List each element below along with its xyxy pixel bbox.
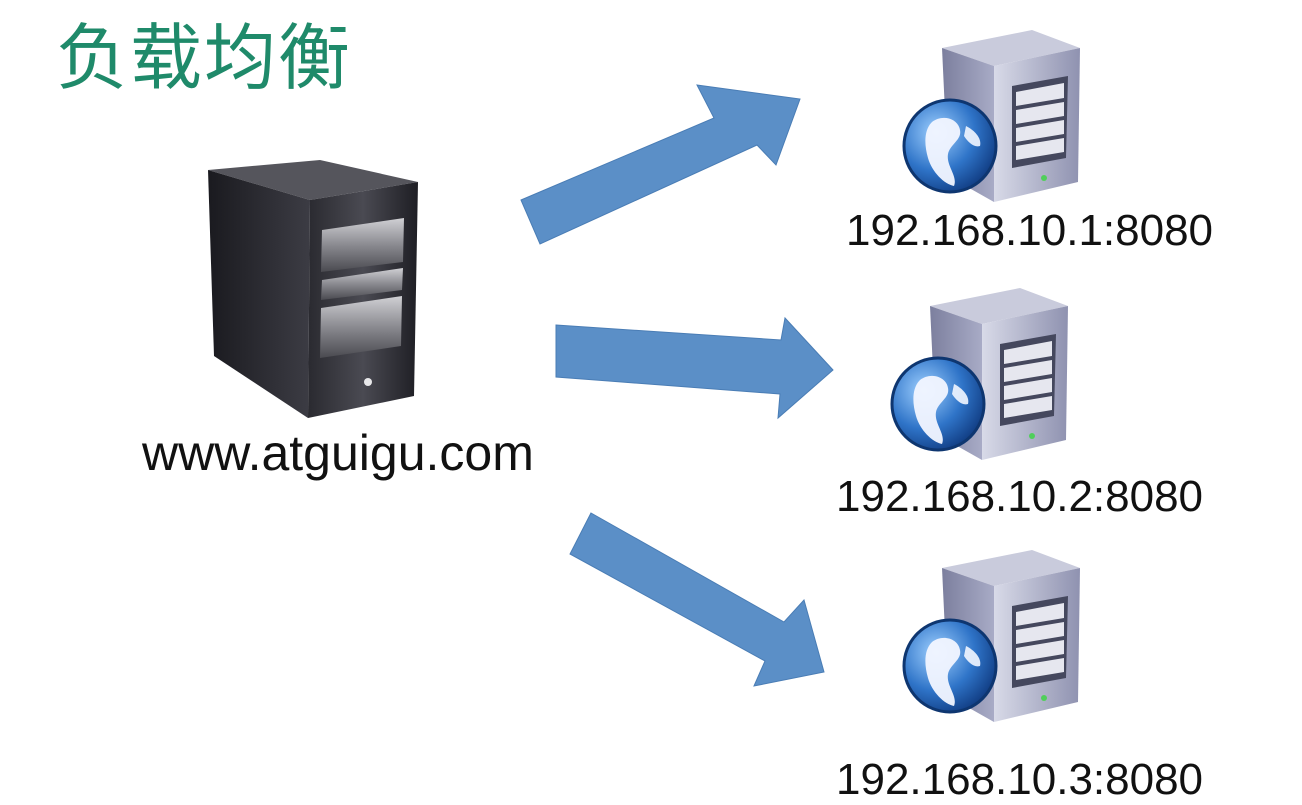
target-server-3-label: 192.168.10.3:8080 [836, 755, 1204, 804]
source-server-icon [208, 160, 418, 418]
page-title: 负载均衡 [56, 16, 353, 100]
arrow-to-server-1 [520, 84, 801, 245]
target-server-3-icon [902, 550, 1080, 722]
arrow-to-server-2 [555, 316, 834, 420]
target-server-2-icon [890, 288, 1068, 460]
source-server-label: www.atguigu.com [142, 425, 534, 481]
arrow-to-server-3 [569, 512, 825, 687]
target-server-1-icon [902, 30, 1080, 202]
target-server-2-label: 192.168.10.2:8080 [836, 472, 1204, 521]
target-server-1-label: 192.168.10.1:8080 [846, 206, 1214, 255]
